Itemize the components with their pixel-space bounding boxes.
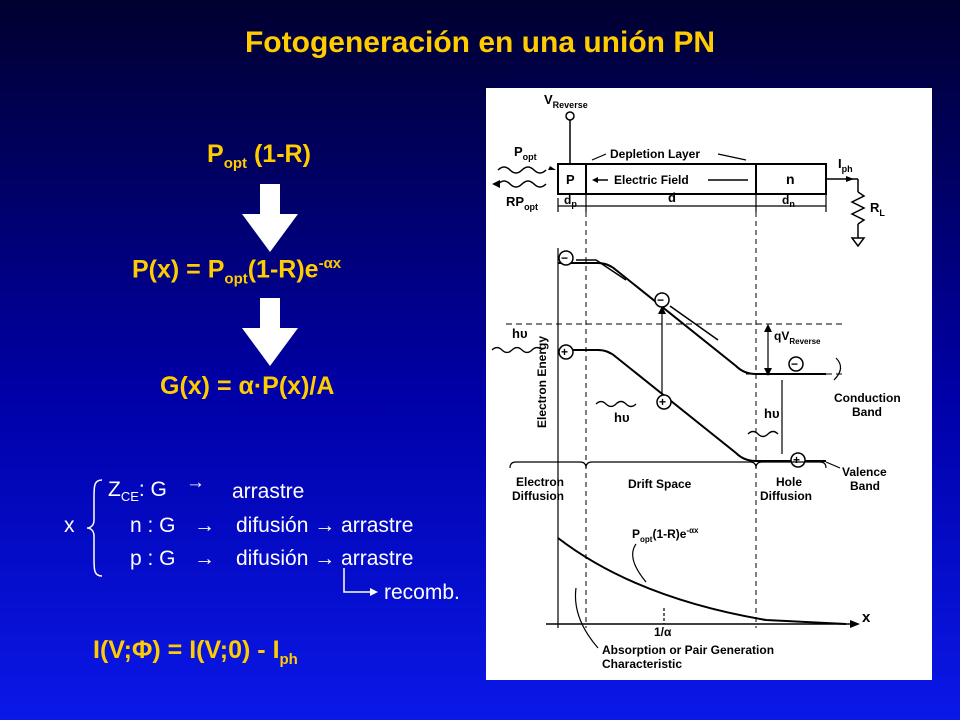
- notes-n-result: difusión → arrastre: [236, 514, 414, 537]
- photon-label: hυ: [614, 410, 630, 425]
- svg-text:+: +: [793, 453, 800, 467]
- slide-title: Fotogeneración en una unión PN: [244, 26, 715, 59]
- d-label: d: [668, 190, 676, 205]
- depletion-layer-label: Depletion Layer: [610, 147, 700, 161]
- arrow-down-icon: [242, 184, 298, 252]
- arrow-right-icon: →: [194, 514, 215, 537]
- equation-generation-rate: G(x) = α·P(x)/A: [160, 372, 335, 400]
- drift-space-label: Drift Space: [628, 477, 692, 491]
- energy-axis-label: Electron Energy: [535, 336, 549, 428]
- notes-zce-result: arrastre: [232, 480, 305, 503]
- x-axis-label: x: [862, 609, 871, 626]
- notes-zce-row: ZCE: G: [108, 478, 167, 505]
- equation-current: I(V;Φ) = I(V;0) - Iph: [93, 636, 298, 668]
- popt-label: Popt: [514, 144, 537, 162]
- svg-text:+: +: [561, 345, 568, 359]
- electric-field-label: Electric Field: [614, 173, 689, 187]
- notes-p-label: p : G: [130, 547, 176, 570]
- notes-x-label: x: [64, 514, 75, 537]
- dn-label: dn: [782, 193, 795, 209]
- arrow-down-icon: [242, 298, 298, 366]
- branch-arrow-icon: [343, 568, 378, 596]
- svg-text:−: −: [657, 293, 664, 307]
- hole-icon: [656, 394, 672, 410]
- photon-label: hυ: [512, 326, 528, 341]
- notes-recomb: recomb.: [384, 581, 460, 604]
- n-region-label: n: [786, 171, 795, 187]
- electron-icon: [558, 250, 574, 266]
- equation-incident-power: Popt (1-R): [207, 140, 311, 172]
- rpopt-label: RPopt: [506, 194, 538, 212]
- svg-text:+: +: [659, 395, 666, 409]
- dp-label: dp: [564, 193, 577, 209]
- p-region-label: P: [566, 172, 575, 187]
- hole-icon: [790, 452, 806, 468]
- svg-text:−: −: [791, 357, 798, 371]
- arrow-right-icon: →: [186, 472, 205, 493]
- notes-n-label: n : G: [130, 514, 176, 537]
- electron-icon: [788, 356, 804, 372]
- pn-junction-figure: VReverse P Electric Field n Depletion La…: [486, 88, 932, 680]
- curve-label: Popt(1-R)e-αx: [632, 526, 699, 544]
- notes-p-result: difusión → arrastre: [236, 547, 414, 570]
- photon-label: hυ: [764, 406, 780, 421]
- iph-label: Iph: [838, 156, 853, 174]
- inv-alpha-label: 1/α: [654, 625, 672, 639]
- rl-label: RL: [870, 200, 885, 218]
- arrow-right-icon: →: [194, 547, 215, 570]
- qv-label: qVReverse: [774, 329, 821, 346]
- hole-icon: [558, 344, 574, 360]
- equation-power-profile: P(x) = Popt(1-R)e-αx: [132, 255, 342, 288]
- v-reverse-label: VReverse: [544, 92, 588, 110]
- brace-icon: [86, 479, 103, 577]
- svg-text:−: −: [561, 251, 568, 265]
